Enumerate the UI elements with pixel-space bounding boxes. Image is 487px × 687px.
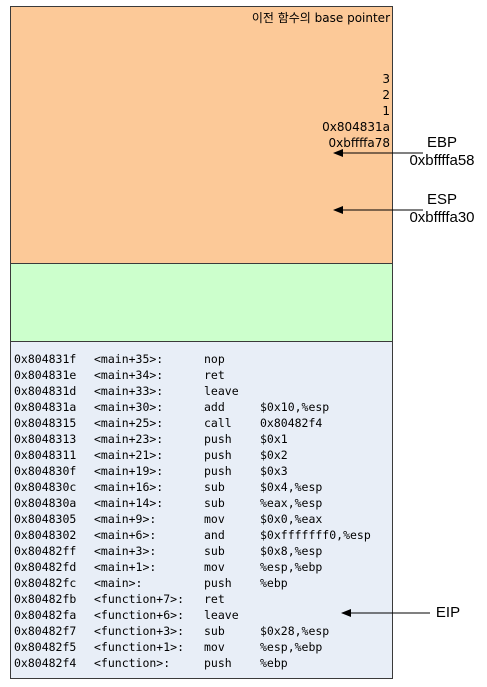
- stack-value-arg1: 1: [382, 104, 390, 118]
- ebp-label: EBP 0xbffffa58: [405, 134, 479, 170]
- code-symbol: <main+19>:: [94, 464, 164, 478]
- esp-label: ESP 0xbffffa30: [405, 191, 479, 227]
- code-op: push: [204, 576, 232, 590]
- code-op: call: [204, 416, 232, 430]
- code-args: $0x28,%esp: [260, 624, 330, 638]
- code-address: 0x80482fb: [14, 592, 77, 606]
- code-region: 0x804831f <main+35>: nop 0x804831e <main+34…: [10, 341, 393, 679]
- code-address: 0x80482f5: [14, 640, 77, 654]
- code-address: 0x80482fd: [14, 560, 77, 574]
- code-args: %esp,%ebp: [260, 560, 323, 574]
- code-address: 0x80482fc: [14, 576, 77, 590]
- code-op: mov: [204, 512, 225, 526]
- code-args: $0xfffffff0,%esp: [260, 528, 371, 542]
- code-symbol: <function+6>:: [94, 608, 185, 622]
- code-args: 0x80482f4: [260, 416, 323, 430]
- code-args: $0x3: [260, 464, 288, 478]
- code-args: %eax,%esp: [260, 496, 323, 510]
- code-symbol: <main+1>:: [94, 560, 157, 574]
- code-op: push: [204, 656, 232, 670]
- code-op: leave: [204, 608, 239, 622]
- code-args: $0x0,%eax: [260, 512, 323, 526]
- code-symbol: <function+3>:: [94, 624, 185, 638]
- code-symbol: <main+33>:: [94, 384, 164, 398]
- code-address: 0x804831f: [14, 352, 77, 366]
- code-args: $0x2: [260, 448, 288, 462]
- code-symbol: <main+16>:: [94, 480, 164, 494]
- stack-value-saved-ebp: 0xbffffa78: [328, 136, 390, 150]
- code-address: 0x80482f7: [14, 624, 77, 638]
- code-args: %esp,%ebp: [260, 640, 323, 654]
- code-symbol: <main>:: [94, 576, 143, 590]
- eip-name: EIP: [435, 604, 461, 621]
- code-op: push: [204, 432, 232, 446]
- code-address: 0x8048311: [14, 448, 77, 462]
- code-op: mov: [204, 640, 225, 654]
- code-address: 0x804830a: [14, 496, 77, 510]
- esp-value: 0xbffffa30: [409, 209, 475, 226]
- eip-label: EIP: [426, 604, 470, 622]
- stack-value-arg2: 2: [382, 88, 390, 102]
- code-op: mov: [204, 560, 225, 574]
- code-symbol: <main+23>:: [94, 432, 164, 446]
- code-op: sub: [204, 624, 225, 638]
- code-op: push: [204, 464, 232, 478]
- code-op: push: [204, 448, 232, 462]
- code-op: sub: [204, 480, 225, 494]
- code-op: ret: [204, 368, 225, 382]
- code-address: 0x8048313: [14, 432, 77, 446]
- ebp-value: 0xbffffa58: [409, 152, 475, 169]
- code-args: %ebp: [260, 656, 288, 670]
- code-address: 0x8048305: [14, 512, 77, 526]
- gap-region: [10, 263, 393, 342]
- code-symbol: <function>:: [94, 656, 171, 670]
- code-address: 0x804831a: [14, 400, 77, 414]
- code-address: 0x80482ff: [14, 544, 77, 558]
- stack-caption: 이전 함수의 base pointer: [251, 11, 390, 25]
- code-symbol: <main+35>:: [94, 352, 164, 366]
- stack-region: 이전 함수의 base pointer 3 2 1 0x804831a 0xbf…: [10, 6, 393, 264]
- code-op: sub: [204, 496, 225, 510]
- code-symbol: <function+7>:: [94, 592, 185, 606]
- code-symbol: <main+25>:: [94, 416, 164, 430]
- code-address: 0x8048302: [14, 528, 77, 542]
- code-args: $0x8,%esp: [260, 544, 323, 558]
- ebp-name: EBP: [426, 134, 457, 151]
- stack-value-arg3: 3: [382, 72, 390, 86]
- code-symbol: <main+14>:: [94, 496, 164, 510]
- code-args: %ebp: [260, 576, 288, 590]
- esp-name: ESP: [426, 191, 457, 208]
- code-op: leave: [204, 384, 239, 398]
- code-address: 0x804831e: [14, 368, 77, 382]
- code-address: 0x804831d: [14, 384, 77, 398]
- code-symbol: <main+9>:: [94, 512, 157, 526]
- code-address: 0x80482fa: [14, 608, 77, 622]
- code-op: and: [204, 528, 225, 542]
- code-address: 0x804830f: [14, 464, 77, 478]
- code-symbol: <main+30>:: [94, 400, 164, 414]
- code-address: 0x80482f4: [14, 656, 77, 670]
- code-symbol: <function+1>:: [94, 640, 185, 654]
- code-args: $0x10,%esp: [260, 400, 330, 414]
- code-op: add: [204, 400, 225, 414]
- code-symbol: <main+34>:: [94, 368, 164, 382]
- code-symbol: <main+21>:: [94, 448, 164, 462]
- code-op: nop: [204, 352, 225, 366]
- stack-value-return-address: 0x804831a: [322, 120, 390, 134]
- code-address: 0x8048315: [14, 416, 77, 430]
- code-args: $0x4,%esp: [260, 480, 323, 494]
- code-args: $0x1: [260, 432, 288, 446]
- code-symbol: <main+6>:: [94, 528, 157, 542]
- code-address: 0x804830c: [14, 480, 77, 494]
- code-op: ret: [204, 592, 225, 606]
- code-symbol: <main+3>:: [94, 544, 157, 558]
- code-op: sub: [204, 544, 225, 558]
